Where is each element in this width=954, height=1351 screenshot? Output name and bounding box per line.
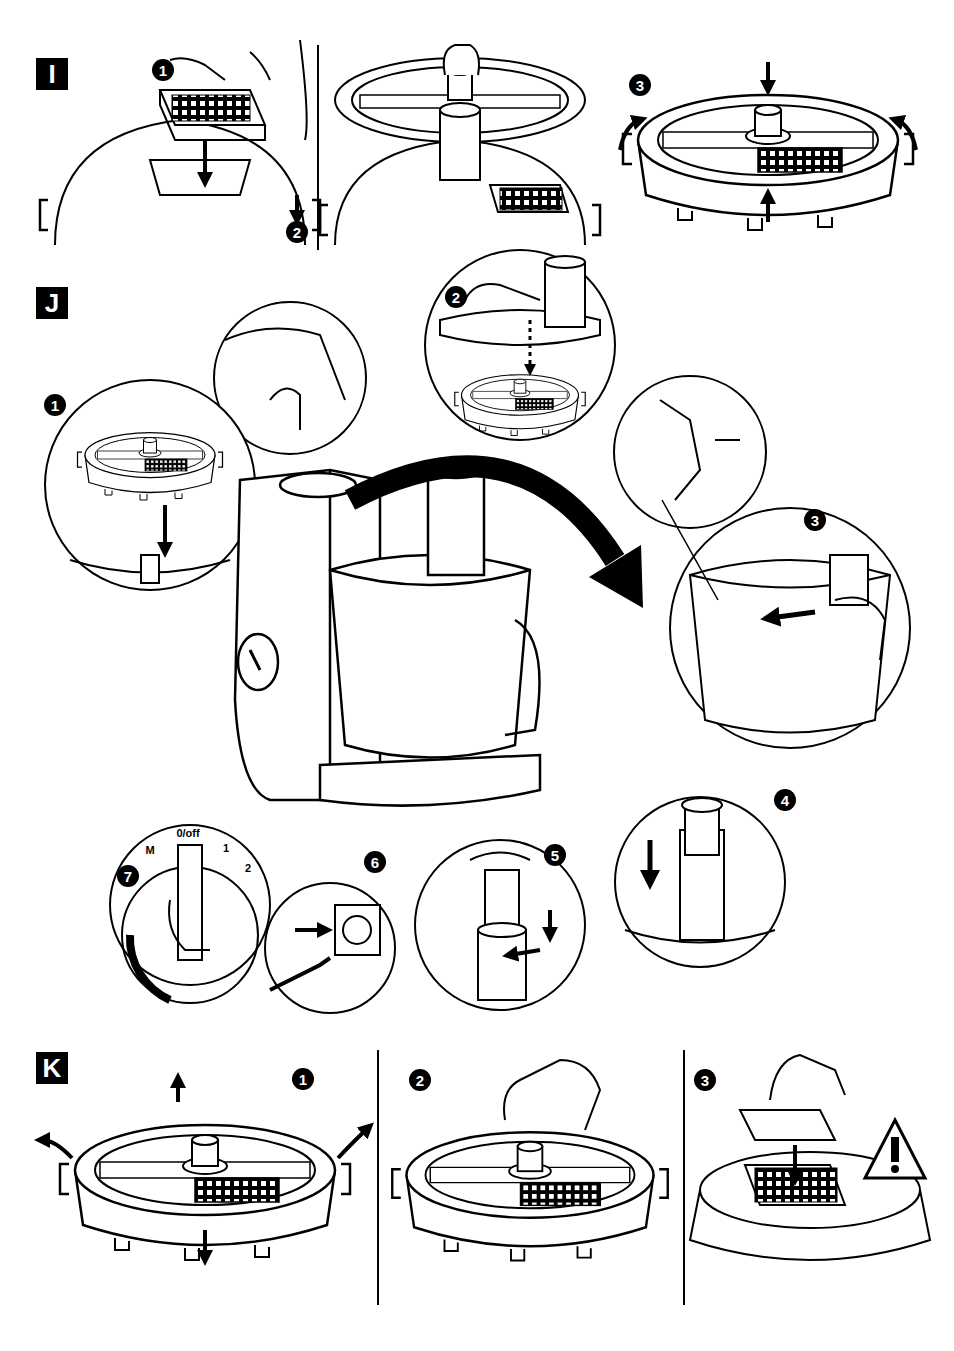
dial-mark: M [145,844,154,856]
step-k1 [42,1080,368,1260]
callout-number: 1 [152,59,174,81]
callout-number: 2 [409,1069,431,1091]
callout-number: 1 [44,394,66,416]
step-j4 [615,797,785,967]
separator [683,1050,685,1305]
callout-number: 2 [445,286,467,308]
dial-mark: 1 [223,842,229,854]
step-i3 [620,62,916,230]
callout-number: 4 [774,789,796,811]
step-j7 [110,825,270,1003]
step-k2 [392,1060,668,1261]
step-k3 [690,1055,930,1260]
section-box: I [36,58,68,90]
dial-mark: 2 [245,862,251,874]
callout-number: 5 [544,844,566,866]
section-box: J [36,287,68,319]
step-i2 [297,45,600,245]
section-letter: J [45,288,59,319]
step-j2 [425,250,615,440]
callout-number: 7 [117,865,139,887]
food-processor [235,462,540,806]
turn-arrow [350,466,643,608]
section-letter: K [43,1053,62,1084]
separator [317,45,319,250]
section-box: K [36,1052,68,1084]
step-j6 [265,883,395,1013]
step-j5 [415,840,585,1010]
dial-mark: 0/off [176,827,199,839]
callout-number: 3 [804,509,826,531]
callout-number: 2 [286,221,308,243]
separator [377,1050,379,1305]
section-letter: I [48,59,55,90]
step-i1 [40,40,320,245]
callout-number: 6 [364,851,386,873]
callout-number: 3 [629,74,651,96]
step-j3 [614,376,910,748]
callout-number: 3 [694,1069,716,1091]
callout-number: 1 [292,1068,314,1090]
